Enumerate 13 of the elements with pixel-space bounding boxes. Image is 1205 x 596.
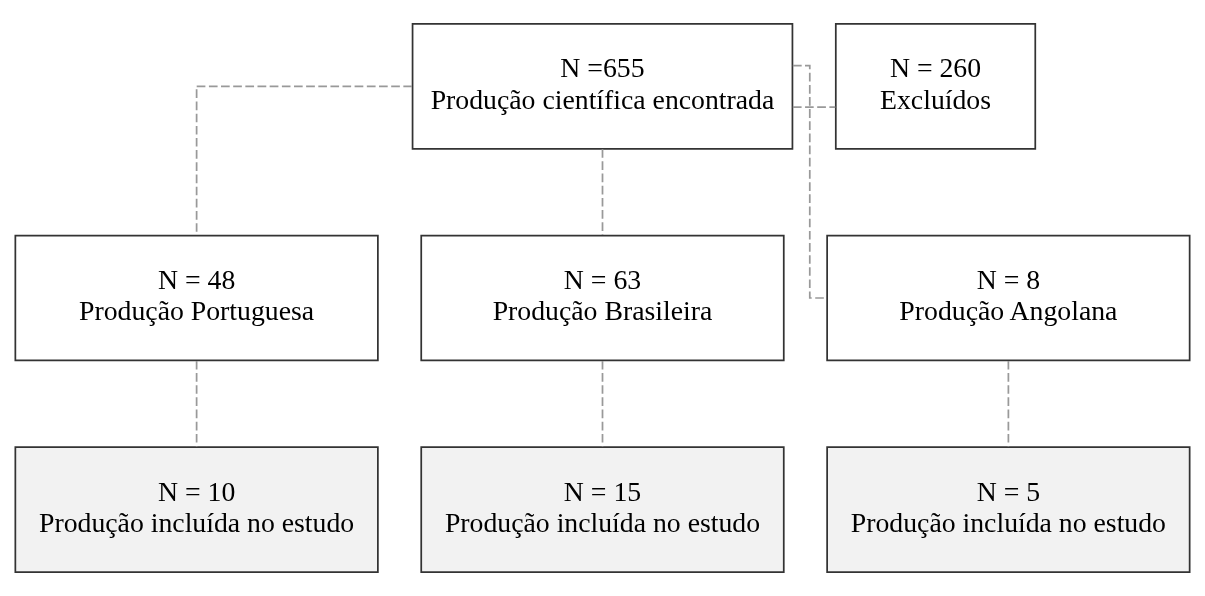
- node-box: N = 5 Produção incluída no estudo: [826, 446, 1191, 573]
- connector: [792, 106, 837, 109]
- node-box: N = 48 Produção Portuguesa: [14, 234, 379, 362]
- node-box: N = 63 Produção Brasileira: [420, 234, 785, 362]
- node-box: N = 15 Produção incluída no estudo: [420, 446, 785, 573]
- connector: [601, 360, 604, 448]
- node-box: N = 8 Produção Angolana: [826, 234, 1191, 362]
- connector: [601, 148, 604, 236]
- connector: [1007, 360, 1010, 448]
- node-box: N = 260 Excluídos: [834, 23, 1037, 150]
- connector: [195, 360, 198, 448]
- node-box: N =655 Produção científica encontrada: [411, 23, 794, 150]
- node-box: N = 10 Produção incluída no estudo: [14, 446, 379, 573]
